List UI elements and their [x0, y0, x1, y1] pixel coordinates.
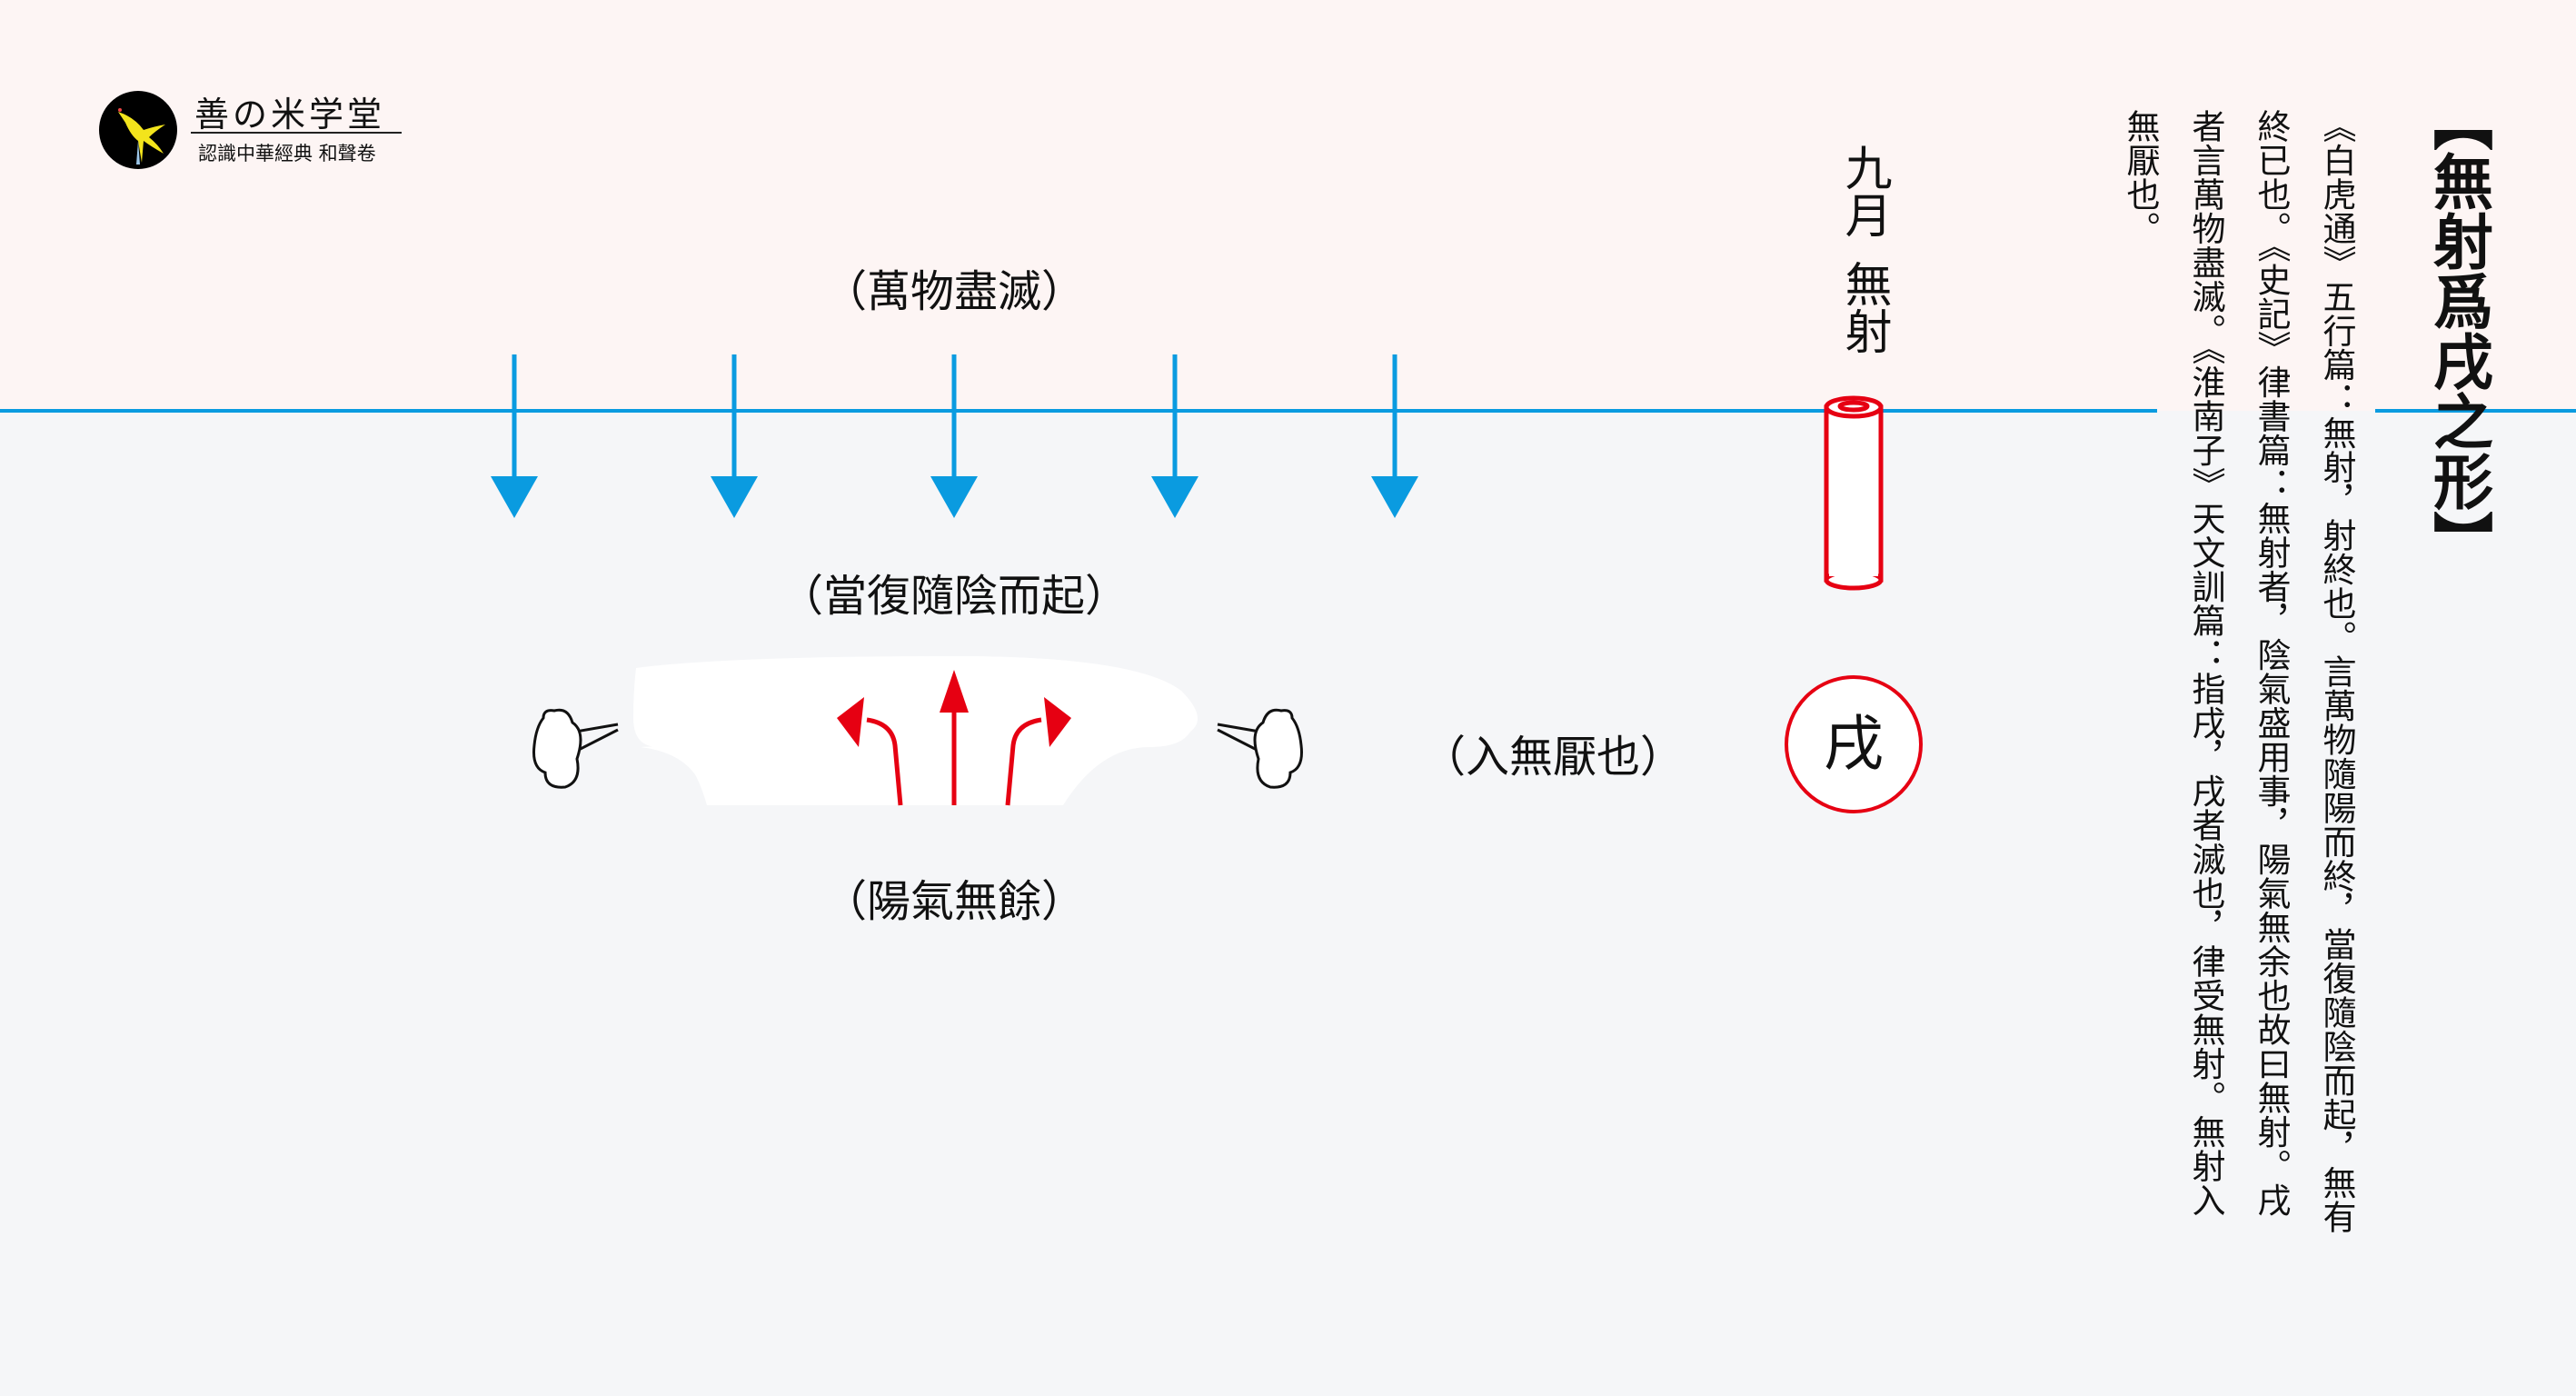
text-column-1: 《白虎通》五行篇：無射，射終也。言萬物隨陽而終，當復隨陰而起，無有: [2317, 109, 2356, 1234]
logo-divider: [191, 132, 402, 134]
label-yang-exhausted: （陽氣無餘）: [822, 876, 1086, 927]
down-arrow-icon: [1151, 354, 1198, 518]
earthly-branch-label: 戌: [1824, 709, 1884, 779]
text-column-4: 無厭也。: [2121, 109, 2160, 245]
down-arrow-icon: [1371, 354, 1418, 518]
text-column-3: 者言萬物盡滅。《淮南子》天文訓篇：指戌，戌者滅也，律受無射。無射入: [2186, 109, 2225, 1217]
branch-circle: [1785, 675, 1923, 813]
wind-cloud-right-icon: [1217, 708, 1303, 789]
down-arrow-icon: [491, 354, 538, 518]
curved-arrow-right-icon: [1005, 697, 1071, 806]
horizon-line-right: [2375, 409, 2576, 413]
down-arrow-icon: [930, 354, 978, 518]
month-label: 九月: [1836, 144, 1891, 238]
upper-background: [0, 0, 2576, 411]
text-column-2: 終已也。《史記》律書篇：無射者，陰氣盛用事，陽氣無余也故曰無射。戌: [2252, 109, 2291, 1217]
pitch-pipe-icon: [1824, 395, 1884, 591]
label-follow-yin: （當復隨陰而起）: [779, 571, 1129, 622]
wind-cloud-left-icon: [532, 708, 619, 789]
descending-arrows: [491, 354, 1418, 518]
label-enter-unending: （入無厭也）: [1421, 732, 1685, 783]
curved-arrow-left-icon: [837, 697, 903, 806]
brand-name: 善の米学堂: [194, 95, 386, 135]
horizon-line-left: [0, 409, 2157, 413]
rising-arrows: [837, 670, 1071, 806]
brand-subtitle: 認識中華經典 和聲卷: [198, 143, 376, 165]
pitch-name-label: 無射: [1836, 260, 1891, 354]
panel-title: 【無射爲戌之形】: [2423, 91, 2494, 571]
up-arrow-icon: [940, 670, 969, 805]
label-all-things-perish: （萬物盡滅）: [822, 266, 1086, 317]
phoenix-logo-icon: [99, 91, 177, 169]
down-arrow-icon: [711, 354, 758, 518]
